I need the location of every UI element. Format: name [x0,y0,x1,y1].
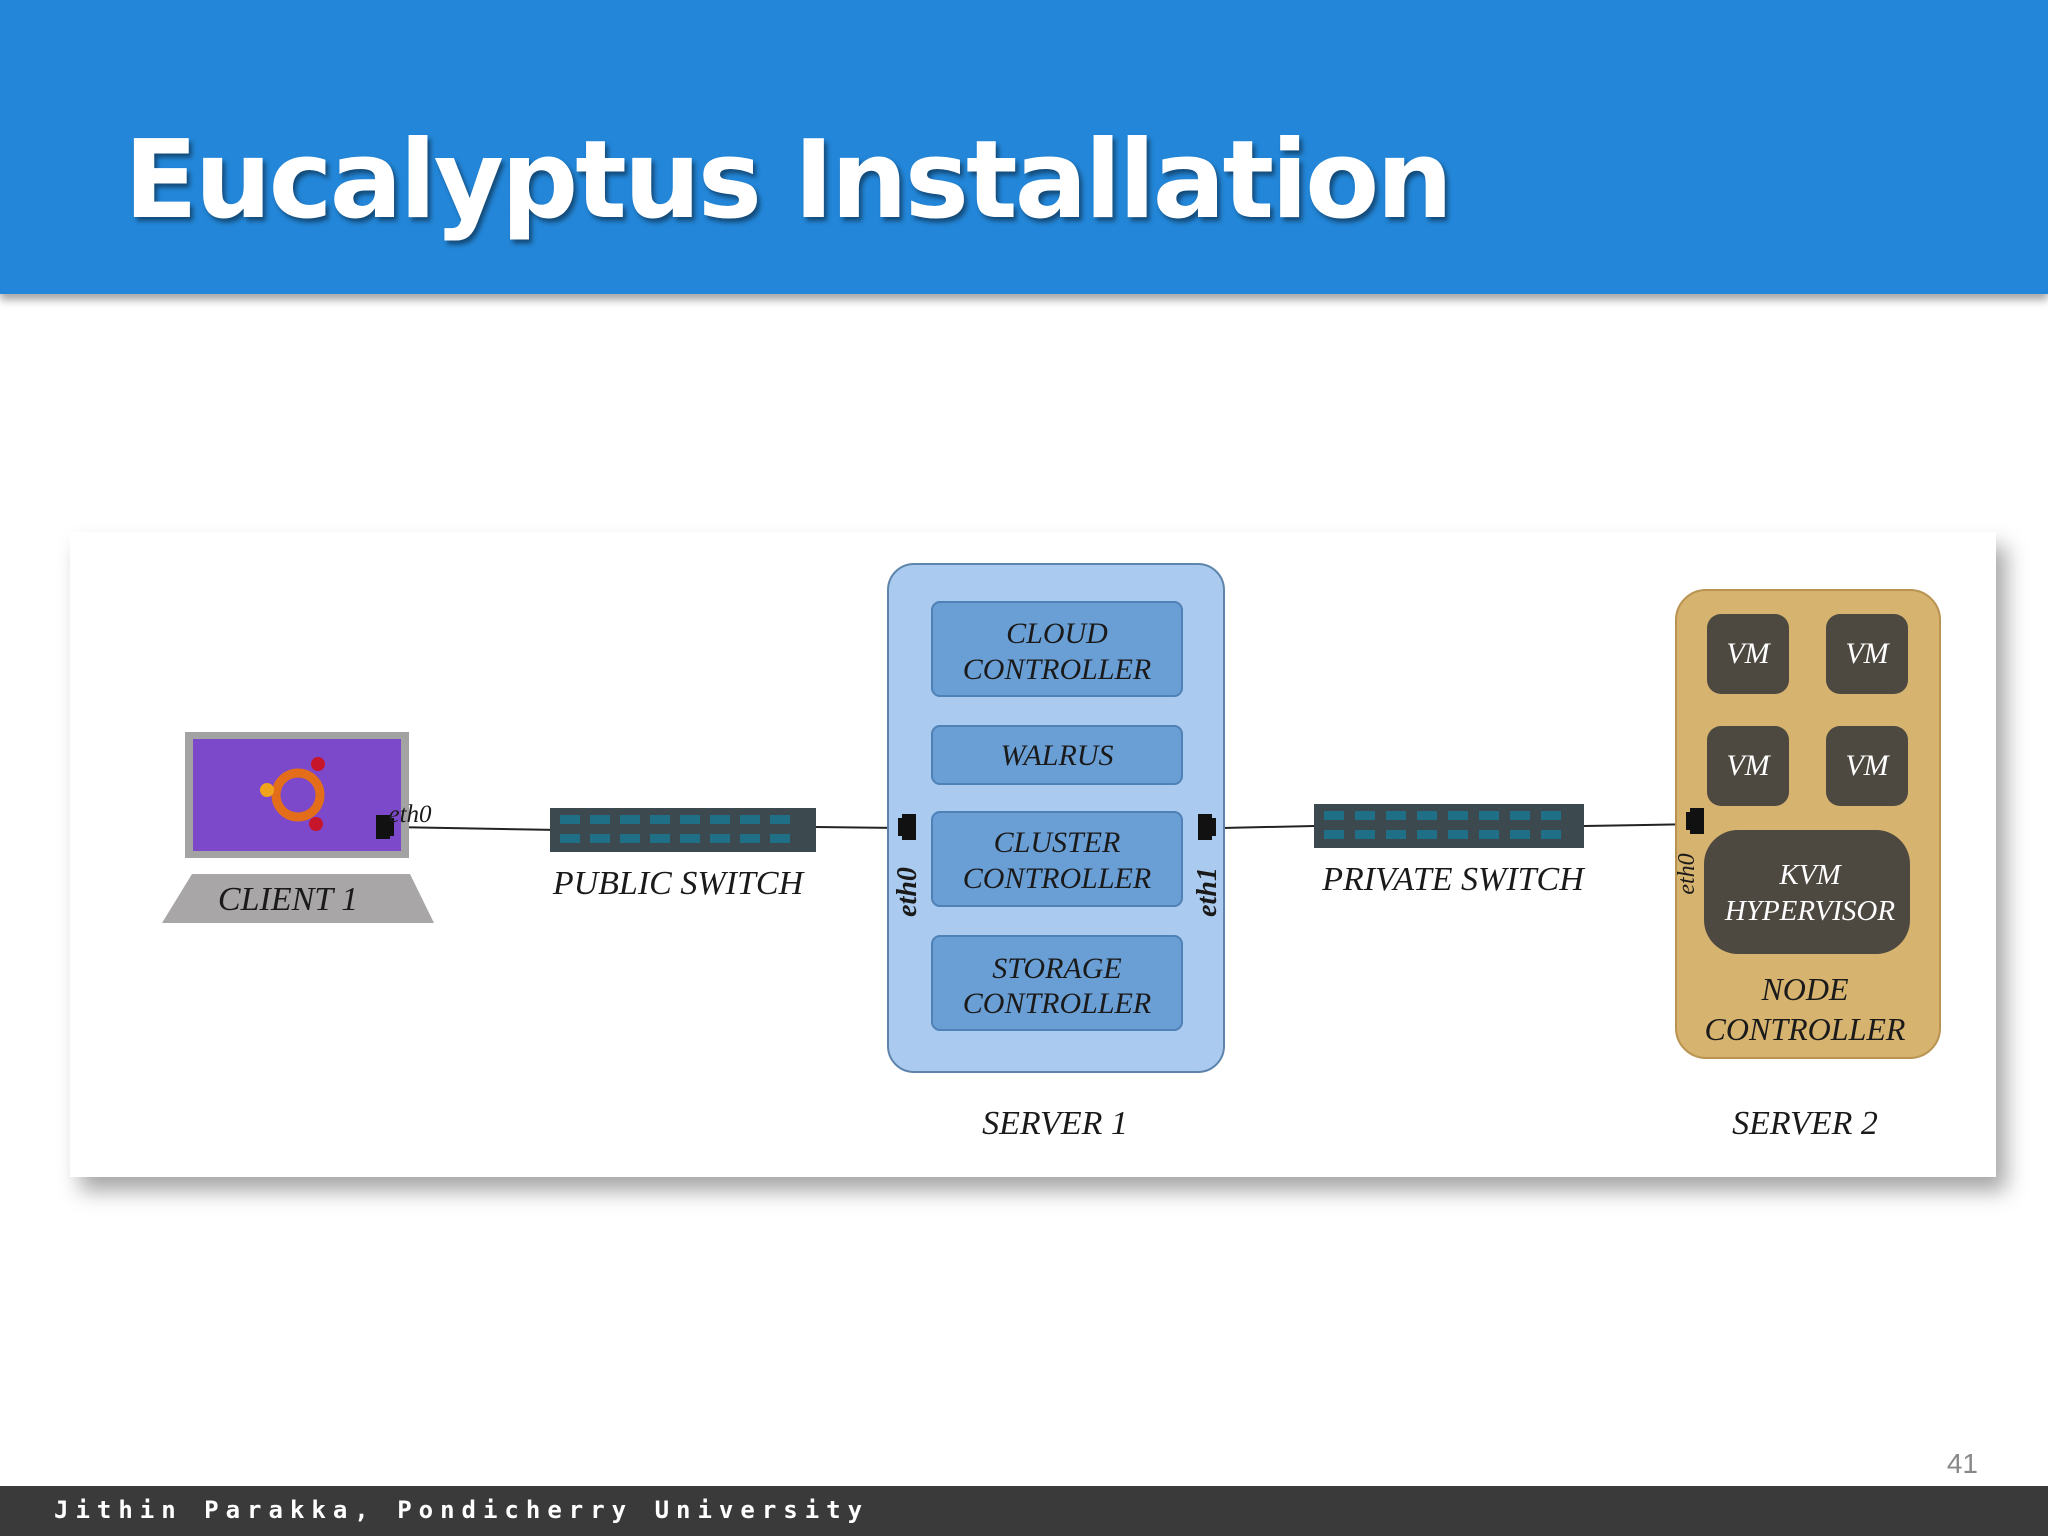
storage-controller-label-1: STORAGE [992,952,1121,985]
server2-label: SERVER 2 [1732,1105,1878,1142]
server2: VM VM VM VM KVM HYPERVISOR NODE CONTROLL… [1674,589,1941,1142]
cluster-controller-label-2: CONTROLLER [963,862,1151,895]
slide-title: Eucalyptus Installation [124,118,1453,243]
switch-body [550,808,816,852]
vm-label-3: VM [1726,749,1771,782]
server1: CLOUD CONTROLLER WALRUS CLUSTER CONTROLL… [887,563,1225,1142]
switch-ports [560,815,790,843]
footer-bar: Jithin Parakka, Pondicherry University [0,1486,2048,1536]
vm-label-1: VM [1726,637,1771,670]
server2-eth0-port-icon [1686,808,1704,834]
cloud-controller-label-1: CLOUD [1006,617,1108,650]
private-switch: PRIVATE SWITCH [1314,804,1586,898]
laptop-base [162,874,434,923]
server1-eth1-port-icon [1198,814,1216,840]
server1-eth0-label: eth0 [892,867,923,917]
vm-box-3 [1707,726,1789,806]
page-number: 41 [1946,1448,1978,1479]
public-switch: PUBLIC SWITCH [550,808,816,902]
vm-box-1 [1707,614,1789,694]
cloud-controller-label-2: CONTROLLER [963,653,1151,686]
network-diagram: CLIENT 1 eth0 PUBLIC SWITCH CLOUD CONTRO… [70,532,1996,1177]
kvm-hypervisor-label-2: HYPERVISOR [1724,895,1896,927]
server1-eth0-port-icon [898,814,916,840]
kvm-hypervisor-box [1704,830,1910,954]
storage-controller-label-2: CONTROLLER [963,987,1151,1020]
ubuntu-logo-icon [260,757,325,831]
node-controller-label-1: NODE [1760,971,1849,1007]
server1-label: SERVER 1 [982,1105,1128,1142]
storage-controller-box [931,935,1183,1031]
private-switch-label: PRIVATE SWITCH [1321,861,1586,898]
vm-label-2: VM [1845,637,1890,670]
title-bar: Eucalyptus Installation [0,0,2048,294]
client-port-label: eth0 [388,801,432,828]
server2-eth0-label: eth0 [1674,853,1700,894]
client-label: CLIENT 1 [218,881,358,918]
public-switch-label: PUBLIC SWITCH [552,865,806,902]
cluster-controller-box [931,811,1183,907]
switch-body [1314,804,1584,848]
vm-box-2 [1826,614,1908,694]
node-controller-label-2: CONTROLLER [1705,1011,1906,1047]
cloud-controller-box [931,601,1183,697]
switch-ports [1324,811,1561,839]
client-eth0-port-icon [376,815,394,839]
laptop-screen [193,739,401,851]
link-server1-private-switch [1221,825,1315,829]
server1-eth1-label: eth1 [1192,867,1223,917]
kvm-hypervisor-label-1: KVM [1778,859,1842,891]
walrus-box [931,725,1183,785]
vm-label-4: VM [1845,749,1890,782]
footer-author: Jithin Parakka, Pondicherry University [54,1496,870,1524]
client-laptop: CLIENT 1 eth0 [162,732,434,923]
link-client-public-switch [391,826,561,831]
walrus-label: WALRUS [1001,739,1114,772]
cluster-controller-label-1: CLUSTER [994,826,1121,859]
diagram-canvas: CLIENT 1 eth0 PUBLIC SWITCH CLOUD CONTRO… [162,563,1941,1142]
vm-box-4 [1826,726,1908,806]
